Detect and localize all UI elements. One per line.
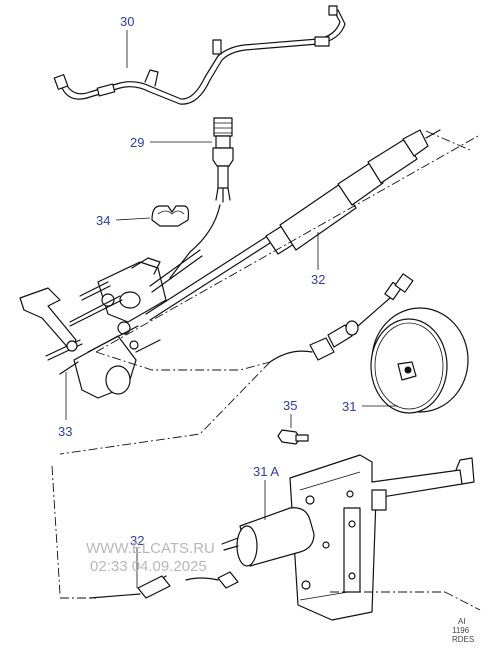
part-31-sender-drum [370, 307, 469, 414]
assembly-reference-lines [51, 135, 481, 611]
part-34-clip [151, 205, 190, 227]
callout-32-lower: 32 [130, 533, 144, 548]
callout-33: 33 [58, 424, 72, 439]
part-35-bolt [277, 429, 309, 445]
callout-32-upper: 32 [311, 272, 325, 287]
part-32-cable-upper [145, 129, 471, 321]
drawing-code-line-3: RDES [452, 635, 474, 644]
part-29-vacuum-switch [212, 117, 234, 203]
watermark-timestamp: 02:33 04.09.2025 [90, 558, 207, 575]
callout-31: 31 [342, 399, 356, 414]
watermark-site: WWW.ELCATS.RU [86, 540, 215, 557]
leader-lines [65, 30, 398, 588]
part-31a-bracket-sender [89, 454, 475, 621]
callout-35: 35 [283, 398, 297, 413]
drawing-code-line-2: 1196 [452, 626, 470, 635]
callout-labels: 30 29 34 32 31 35 33 31 A 32 [58, 14, 356, 548]
watermark: WWW.ELCATS.RU 02:33 04.09.2025 [86, 540, 215, 575]
part-32-cable-middle [269, 273, 414, 363]
callout-29: 29 [130, 135, 144, 150]
callout-30: 30 [120, 14, 134, 29]
part-30-vacuum-hose [53, 5, 346, 105]
callout-34: 34 [96, 213, 110, 228]
callout-31a: 31 A [253, 464, 279, 479]
drawing-code: AI 1196 RDES [452, 617, 474, 644]
part-33-actuator-assembly [19, 249, 203, 399]
drawing-code-line-1: AI [458, 617, 466, 626]
